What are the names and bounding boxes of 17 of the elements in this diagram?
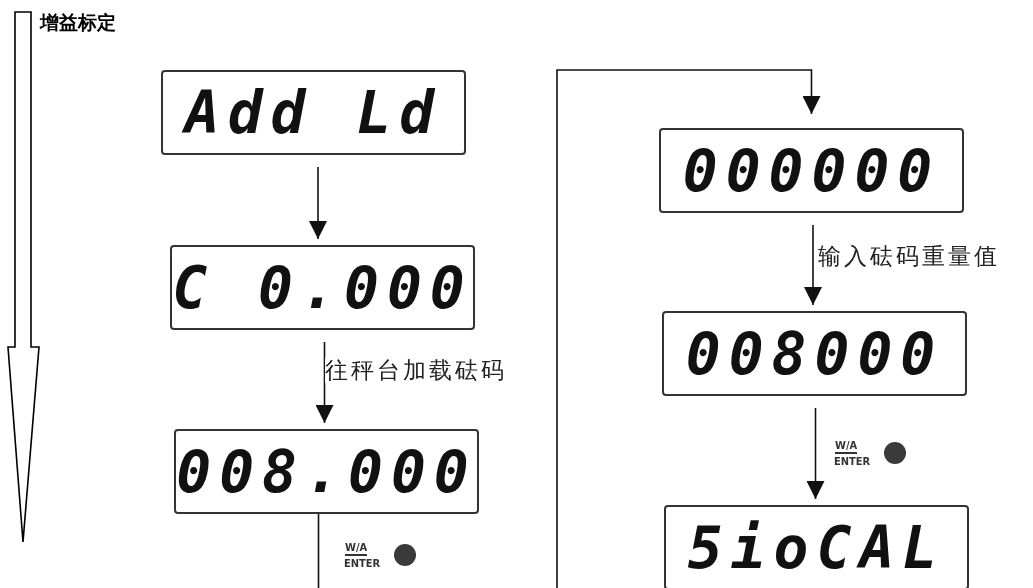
lcd-display: Add Ld [161, 70, 466, 155]
arrow [309, 166, 327, 240]
title: 增益标定 [40, 10, 116, 35]
key-label: ENTER [344, 558, 381, 569]
lcd-display: 008.000 [174, 429, 479, 514]
arrow [804, 224, 822, 306]
arrow [317, 69, 821, 588]
lcd-display: 008000 [662, 311, 967, 396]
key-label: ENTER [834, 456, 871, 467]
key-label: W/A [345, 542, 368, 556]
arrow [806, 407, 825, 500]
lcd-display: 000000 [659, 128, 964, 213]
arrow [315, 341, 334, 424]
key-label: W/A [835, 440, 858, 454]
lcd-display: 5ioCAL [664, 505, 969, 588]
lcd-display: C 0.000 [170, 245, 475, 330]
edge-label: 输入砝码重量值 [818, 244, 1000, 270]
